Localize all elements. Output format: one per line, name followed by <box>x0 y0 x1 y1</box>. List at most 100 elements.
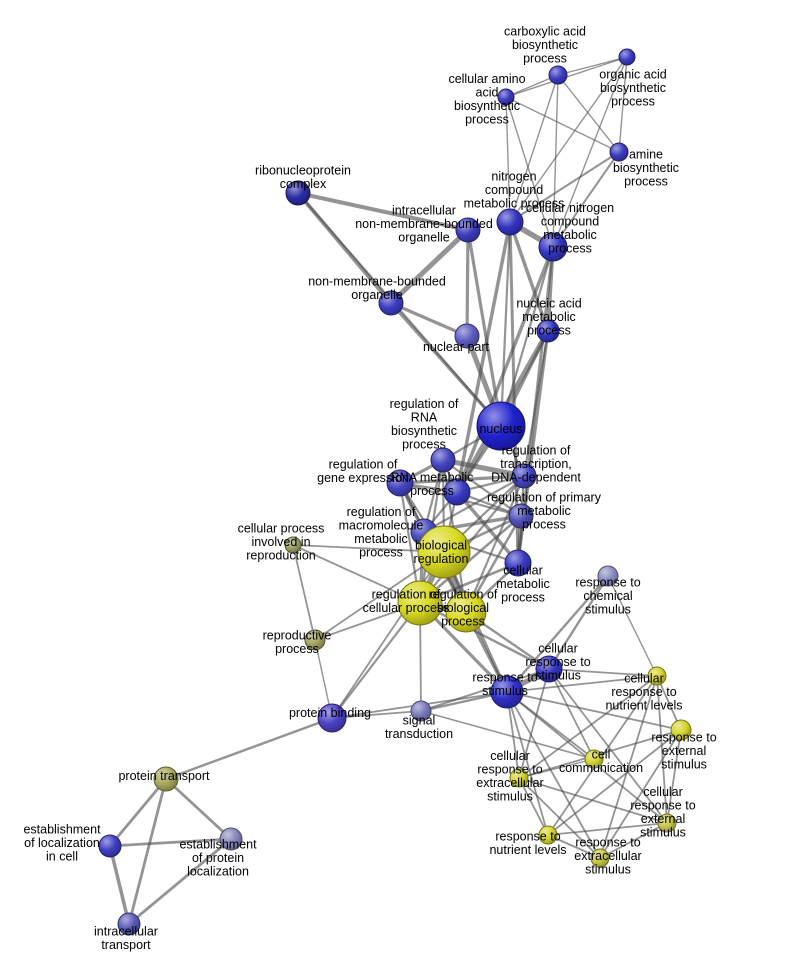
graph-node-rcp[interactable] <box>397 580 443 626</box>
graph-edge-am-ncm <box>509 151 620 223</box>
graph-node-rtr[interactable] <box>511 463 537 489</box>
graph-edge-cre-cxe <box>518 777 668 824</box>
graph-edge-sgt-pbi <box>331 710 422 719</box>
graph-edge-epl-itr <box>127 837 233 926</box>
graph-node-cnc[interactable] <box>538 232 568 262</box>
graph-node-cxe[interactable] <box>657 813 677 833</box>
graph-node-cme[interactable] <box>504 549 532 577</box>
graph-node-sgt[interactable] <box>410 700 432 722</box>
graph-node-itr[interactable] <box>117 912 141 936</box>
graph-node-pbi[interactable] <box>317 703 347 733</box>
graph-edge-ca-cnc <box>552 74 559 248</box>
graph-edge-rrb-rpm <box>441 458 523 518</box>
graph-node-rnp[interactable] <box>285 180 311 206</box>
graph-node-cco[interactable] <box>584 749 604 769</box>
graph-edge-inm-nmb <box>388 227 471 306</box>
graph-node-nmb[interactable] <box>378 290 404 316</box>
graph-node-rbp[interactable] <box>445 591 487 633</box>
graph-node-rex[interactable] <box>670 719 692 741</box>
graph-edge-cre-rnu <box>518 777 549 836</box>
graph-edge-ncm-nac <box>508 220 550 333</box>
graph-node-caa[interactable] <box>497 88 515 106</box>
graph-node-rge[interactable] <box>386 469 414 497</box>
graph-edge-elc-itr <box>108 844 131 926</box>
node-label-nuc: nucleus <box>479 422 522 436</box>
graph-node-oa[interactable] <box>618 48 636 66</box>
graph-edge-pbi-bre <box>331 551 445 719</box>
nodes-layer <box>98 48 692 936</box>
graph-edge-rxc-cxe <box>599 822 668 859</box>
graph-node-am[interactable] <box>609 142 629 162</box>
graph-node-cre[interactable] <box>509 768 529 788</box>
graph-node-ca[interactable] <box>548 65 568 85</box>
graph-edge-crs-rcp <box>418 601 551 671</box>
graph-node-rpr[interactable] <box>304 629 326 651</box>
graph-node-rxc[interactable] <box>590 848 610 868</box>
graph-node-rst[interactable] <box>490 675 524 709</box>
graph-node-rnm[interactable] <box>443 478 471 506</box>
graph-node-rpm[interactable] <box>508 503 534 529</box>
graph-node-rnu[interactable] <box>538 825 558 845</box>
graph-edge-pbi-ptr <box>164 716 334 781</box>
graph-edge-rnp-inm <box>296 191 470 232</box>
graph-edge-nac-rtr <box>522 329 550 478</box>
graph-edge-inm-npt <box>465 228 470 338</box>
graph-edge-rst-rxc <box>506 691 601 859</box>
graph-node-bre[interactable] <box>417 525 471 579</box>
graph-edge-rst-rch <box>505 574 610 694</box>
graph-edge-rex-rnu <box>547 729 682 836</box>
graph-edge-rnm-cme <box>455 490 520 565</box>
graph-node-ptr[interactable] <box>153 766 179 792</box>
graph-edge-oa-cnc <box>552 56 628 248</box>
graph-edge-cco-cre <box>518 758 595 779</box>
graph-edge-nmb-nuc <box>389 301 503 428</box>
graph-node-npt[interactable] <box>454 323 480 349</box>
graph-node-rch[interactable] <box>597 565 619 587</box>
graph-node-ncm[interactable] <box>496 208 524 236</box>
graph-edge-crs-cco <box>548 668 595 760</box>
graph-edge-crs-sgt <box>420 668 550 712</box>
graph-node-nuc[interactable] <box>476 401 526 451</box>
graph-edge-cpr-rpr <box>292 544 316 641</box>
graph-node-inm[interactable] <box>455 217 481 243</box>
graph-node-elc[interactable] <box>98 834 122 858</box>
graph-node-crn[interactable] <box>647 666 667 686</box>
graph-edge-crn-cre <box>518 675 658 779</box>
graph-edge-ptr-elc <box>108 777 168 848</box>
graph-edge-rnu-cxe <box>547 822 668 836</box>
node-label-ptr: protein transport <box>118 769 210 783</box>
graph-node-cpr[interactable] <box>284 536 302 554</box>
graph-node-epl[interactable] <box>219 827 243 851</box>
graph-node-crs[interactable] <box>535 655 563 683</box>
graph-edge-crn-cxe <box>656 675 668 824</box>
graph-node-nac[interactable] <box>536 319 560 343</box>
graph-edge-crn-rxc <box>599 675 658 859</box>
graph-edge-rrb-rtr <box>440 457 527 479</box>
graph-edge-sgt-cco <box>420 710 595 760</box>
graph-node-rrb[interactable] <box>430 447 456 473</box>
graph-edge-ca-ncm <box>509 74 559 223</box>
graph-edge-cre-rxc <box>518 777 601 859</box>
